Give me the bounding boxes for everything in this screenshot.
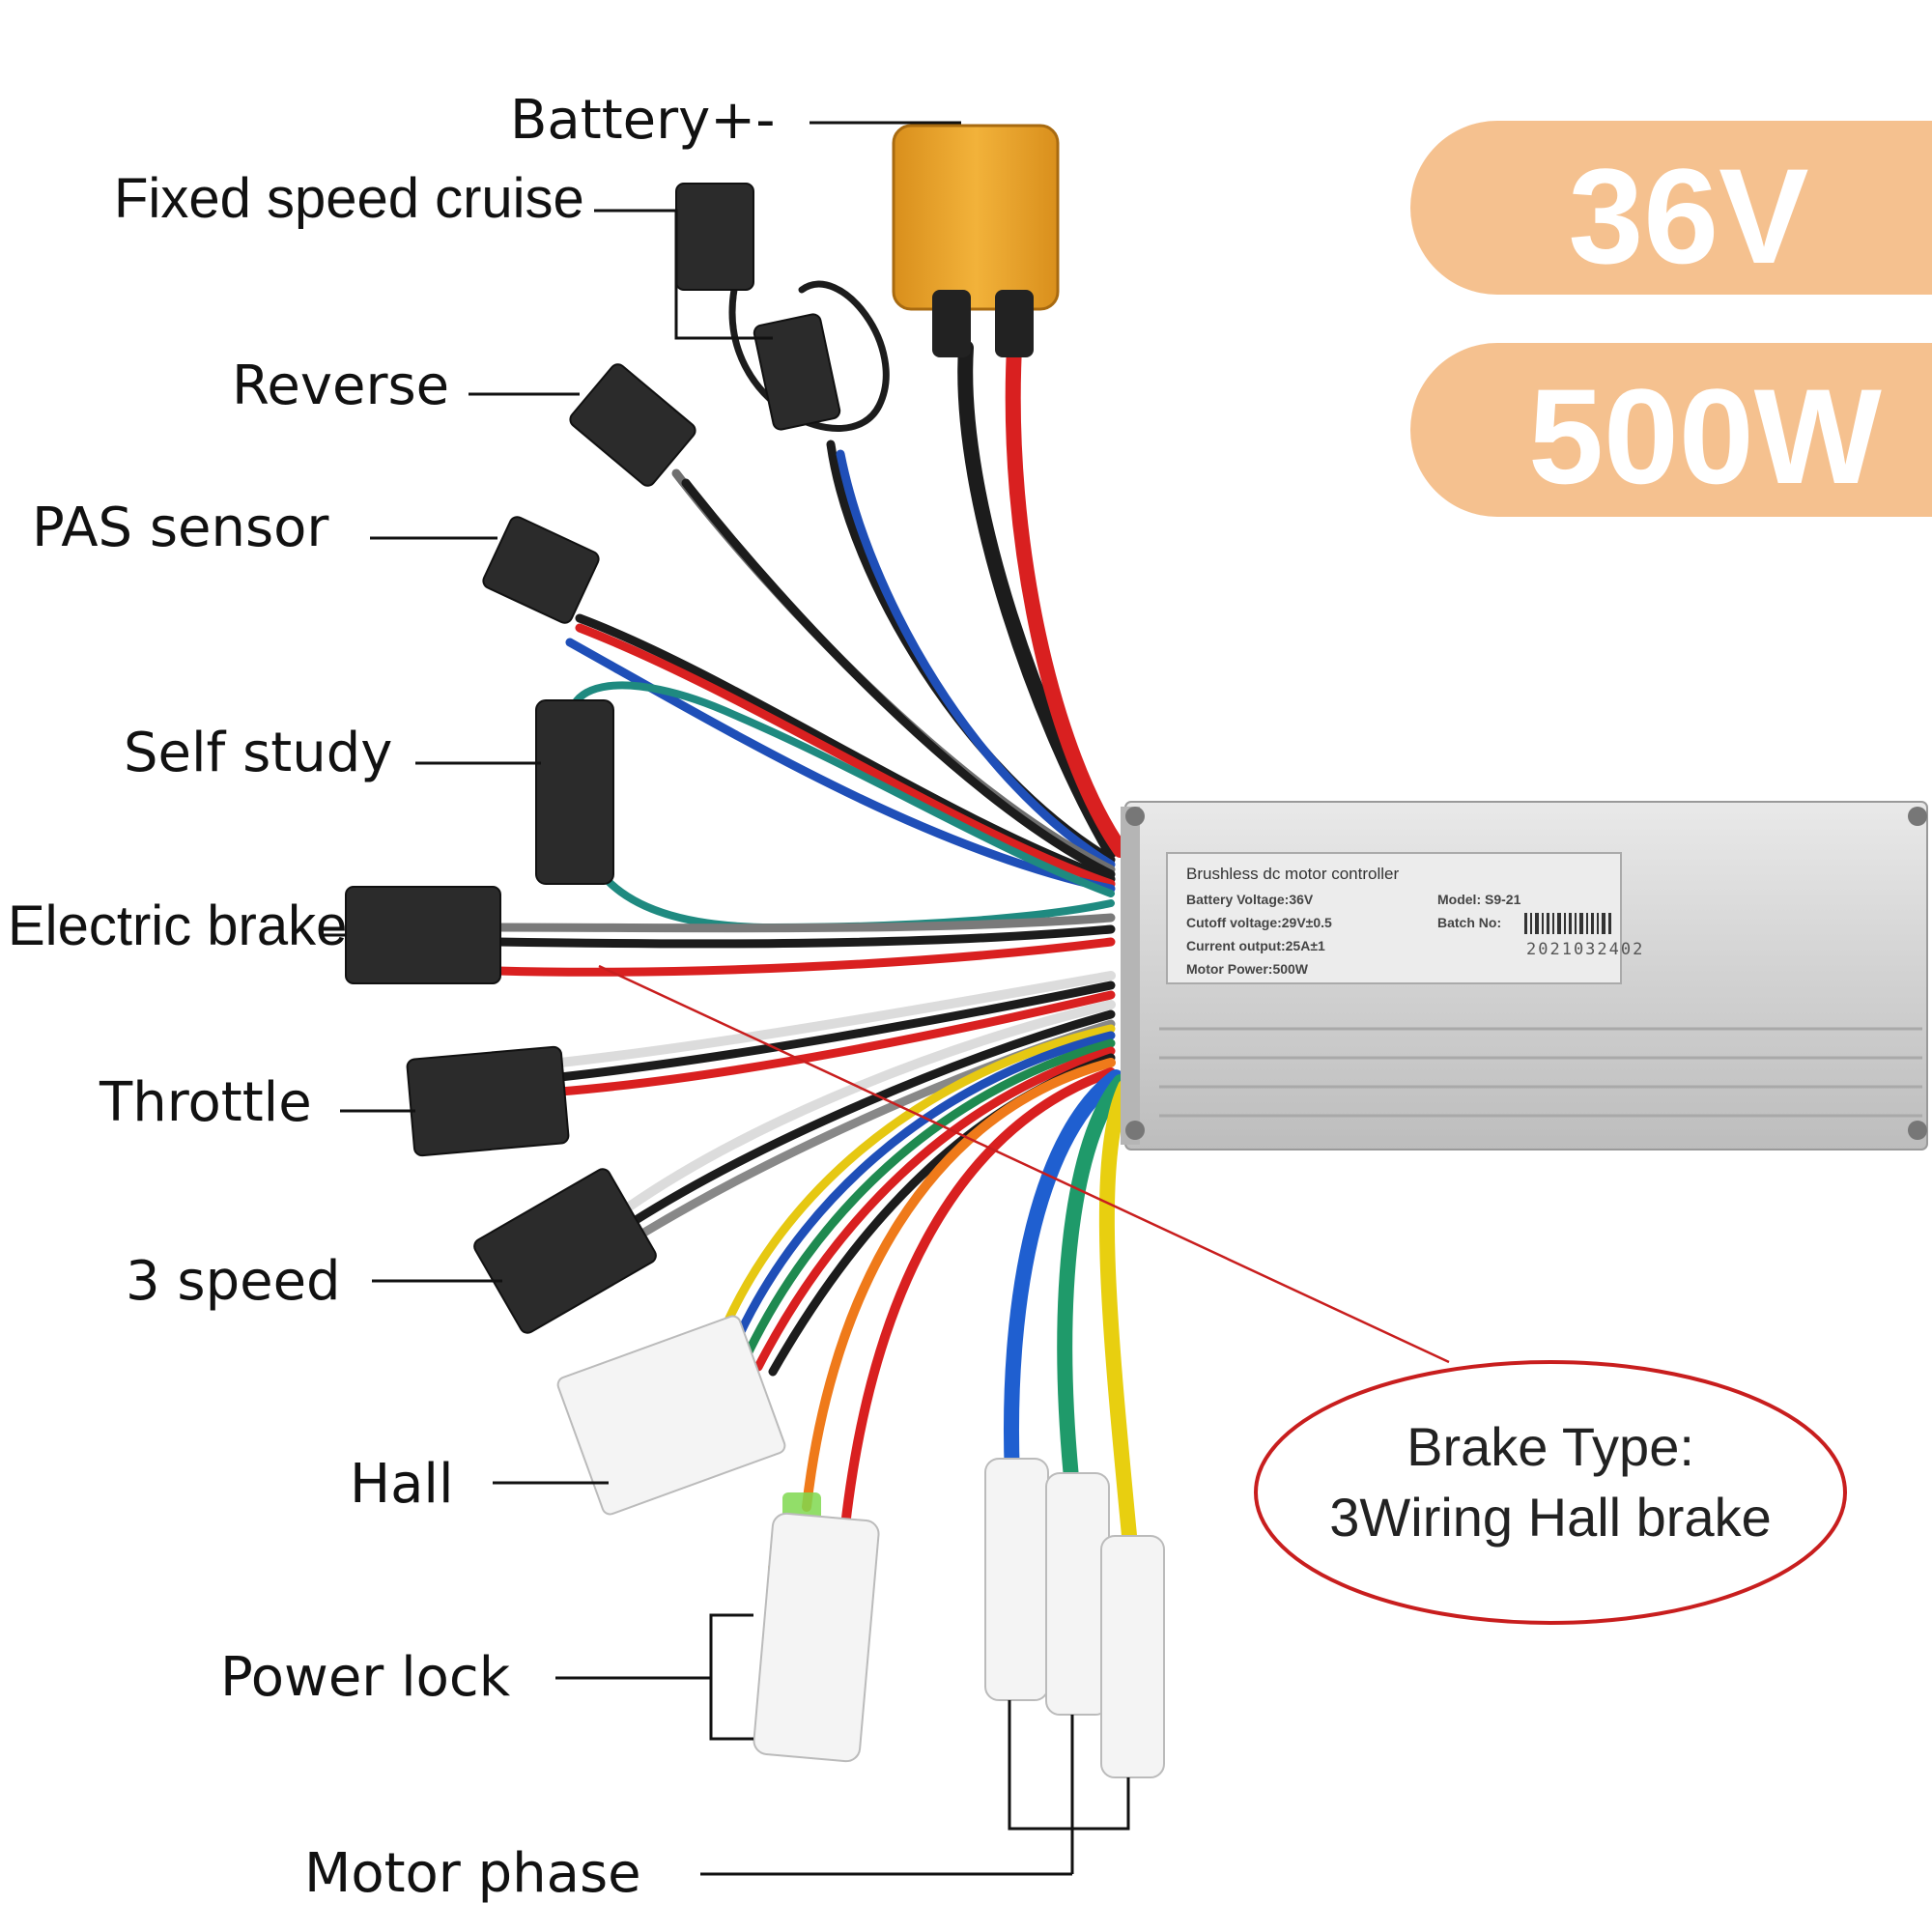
leader-cruise — [594, 209, 773, 340]
pas-blue-wire — [565, 638, 1116, 894]
label-self-study: Self study — [124, 722, 392, 784]
plate-battery-voltage: Battery Voltage:36V — [1186, 892, 1314, 907]
cruise-black-wire — [826, 440, 1116, 865]
throttle-black-wire — [555, 980, 1116, 1082]
voltage-badge: 36V — [1410, 121, 1932, 295]
electric-brake-connector — [345, 886, 501, 984]
label-battery: Battery+- — [510, 89, 775, 152]
label-three-speed: 3 speed — [126, 1250, 341, 1313]
phase-blue-wire — [1003, 1069, 1123, 1486]
power-lock-orange-wire — [802, 1058, 1116, 1512]
leader-motor-phase-bracket — [1008, 1700, 1130, 1831]
label-throttle: Throttle — [99, 1071, 312, 1134]
reverse-black-wire — [681, 478, 1116, 879]
pas-connector — [482, 516, 600, 624]
brake-grey-wire — [493, 913, 1116, 933]
label-motor-phase: Motor phase — [304, 1842, 641, 1905]
wire-bundle — [493, 280, 1138, 1553]
brake-type-callout: Brake Type: 3Wiring Hall brake — [598, 964, 1847, 1625]
hall-connector — [556, 1315, 786, 1516]
plate-cutoff-voltage: Cutoff voltage:29V±0.5 — [1186, 915, 1332, 930]
cruise-connector — [675, 183, 841, 431]
pas-red-wire — [575, 623, 1116, 889]
controller-box: Brushless dc motor controller Battery Vo… — [1121, 801, 1928, 1151]
brake-type-title: Brake Type: — [1406, 1416, 1694, 1477]
label-power-lock: Power lock — [220, 1646, 511, 1709]
label-cruise: Fixed speed cruise — [114, 167, 584, 230]
plate-title: Brushless dc motor controller — [1186, 865, 1399, 883]
power-badge-text: 500W — [1528, 360, 1882, 512]
throttle-red-wire — [555, 990, 1116, 1096]
speed-white-wire — [623, 1000, 1116, 1212]
hall-red-wire — [753, 1046, 1116, 1372]
phase-yellow-wire — [1098, 1079, 1138, 1553]
barcode-icon — [1524, 913, 1611, 934]
plate-motor-power: Motor Power:500W — [1186, 961, 1309, 977]
cruise-blue-wire — [836, 449, 1116, 869]
self-study-wire-2 — [572, 750, 1115, 932]
throttle-connector — [406, 1045, 570, 1157]
brake-type-detail: 3Wiring Hall brake — [1329, 1487, 1772, 1548]
power-badge: 500W — [1410, 343, 1932, 517]
power-lock-connector — [753, 1492, 880, 1763]
hall-green-wire — [739, 1038, 1116, 1367]
plate-model: Model: S9-21 — [1437, 892, 1521, 907]
label-reverse: Reverse — [232, 355, 449, 417]
pas-black-wire — [575, 613, 1116, 884]
three-speed-connector — [473, 1168, 657, 1334]
voltage-badge-text: 36V — [1568, 140, 1808, 292]
plate-batch-label: Batch No: — [1437, 915, 1501, 930]
plate-batch-number: 2021032402 — [1526, 940, 1644, 959]
hall-yellow-wire — [710, 1024, 1116, 1357]
speed-black-wire — [628, 1009, 1116, 1227]
battery-connector — [892, 124, 1060, 357]
plate-current-output: Current output:25A±1 — [1186, 938, 1325, 953]
battery-red-wire — [1005, 340, 1128, 858]
self-study-connector — [535, 699, 614, 885]
controller-label-plate — [1166, 852, 1622, 984]
phase-green-wire — [1057, 1074, 1128, 1495]
cruise-loop-wire — [728, 280, 890, 433]
brake-black-wire — [493, 924, 1116, 949]
label-electric-brake: Electric brake — [8, 895, 347, 957]
label-pas: PAS sensor — [32, 497, 329, 559]
self-study-wire — [566, 681, 1115, 897]
throttle-white-wire — [555, 971, 1116, 1067]
motor-phase-connectors — [984, 1458, 1165, 1778]
power-lock-red-wire — [840, 1067, 1116, 1531]
brake-red-wire — [493, 937, 1116, 977]
label-hall: Hall — [350, 1453, 454, 1516]
leader-power-lock-bracket — [709, 1613, 753, 1741]
reverse-connector — [569, 363, 696, 487]
hall-blue-wire — [724, 1031, 1116, 1362]
